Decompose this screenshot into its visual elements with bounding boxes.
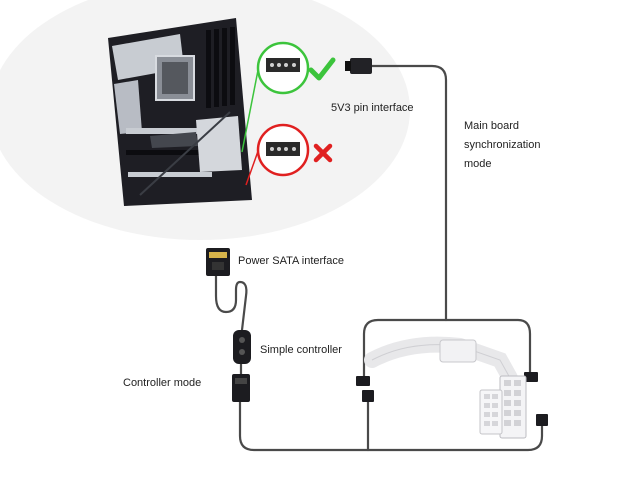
power-sata-label: Power SATA interface (238, 255, 344, 267)
controller-cable (238, 400, 544, 452)
sata-power-connector (206, 248, 230, 276)
main-board-sync-label: Main board synchronization mode (464, 117, 574, 174)
correct-header-callout (256, 41, 310, 95)
controller-mode-label: Controller mode (123, 377, 202, 389)
sata-cable (214, 274, 248, 332)
simple-controller (233, 330, 251, 364)
splitter-cable-top (362, 318, 532, 376)
motherboard-image (108, 18, 252, 206)
cross-mark-icon (313, 143, 333, 163)
pin-interface-label: 5V3 pin interface (331, 102, 414, 114)
white-24pin-adapter (364, 336, 527, 439)
check-mark-icon (308, 57, 336, 81)
main-board-sync-line1: Main board (464, 120, 520, 132)
wrong-header-callout (256, 123, 310, 177)
main-board-sync-line3: mode (464, 158, 492, 170)
simple-controller-label: Simple controller (260, 344, 342, 356)
5v3-connector (350, 58, 372, 74)
sync-cable (370, 64, 448, 322)
main-board-sync-line2: synchronization (464, 139, 541, 151)
